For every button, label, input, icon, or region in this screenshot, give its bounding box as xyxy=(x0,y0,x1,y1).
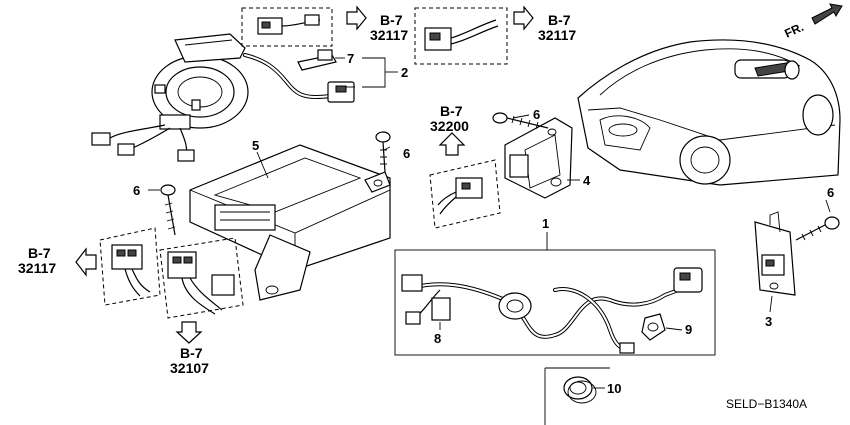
connector-box-center xyxy=(429,159,501,229)
floor-harness-box xyxy=(394,232,716,356)
arrow-left xyxy=(75,247,97,277)
front-direction-arrow xyxy=(811,3,843,25)
callout-1: 1 xyxy=(542,216,549,231)
connector-box-top-left xyxy=(241,7,333,47)
ref-top-right-page[interactable]: 32117 xyxy=(538,27,576,43)
ref-center-page[interactable]: 32200 xyxy=(430,118,469,134)
callout-5: 5 xyxy=(252,138,259,153)
connector-box-bottom xyxy=(159,237,244,319)
arrow-top-left xyxy=(346,5,367,31)
connector-box-left xyxy=(99,227,161,306)
bolt-rear-sensor xyxy=(795,216,840,241)
arrow-top-right xyxy=(513,5,534,31)
ref-left-page[interactable]: 32117 xyxy=(18,260,56,276)
callout-4: 4 xyxy=(583,173,591,188)
bolt-srs-left xyxy=(160,184,176,236)
ref-bottom-page[interactable]: 32107 xyxy=(170,360,209,376)
ref-top-left-page[interactable]: 32117 xyxy=(370,27,408,43)
grommet-box xyxy=(544,367,610,425)
clock-spring-assembly xyxy=(91,33,249,162)
callout-10: 10 xyxy=(607,381,621,396)
bolt-srs-top xyxy=(375,131,391,173)
harness-clip xyxy=(641,313,666,341)
grommet xyxy=(563,376,597,404)
callout-9: 9 xyxy=(685,322,692,337)
ref-top-right-section[interactable]: B-7 xyxy=(548,12,571,28)
ref-left-section[interactable]: B-7 xyxy=(28,245,51,261)
callout-lines-7-2 xyxy=(335,57,398,88)
leader-lines xyxy=(148,114,831,389)
callout-6-rear: 6 xyxy=(827,185,834,200)
floor-harness xyxy=(401,267,703,354)
callout-2: 2 xyxy=(401,65,408,80)
ref-bottom-section[interactable]: B-7 xyxy=(180,345,203,361)
callout-6-srs-top: 6 xyxy=(403,146,410,161)
callout-6-srs-left: 6 xyxy=(133,183,140,198)
callout-8: 8 xyxy=(434,331,441,346)
arrow-bottom xyxy=(175,321,203,344)
callout-7: 7 xyxy=(347,51,354,66)
front-label: FR. xyxy=(782,20,805,41)
side-sensor-bracket xyxy=(504,117,573,199)
bolt-bracket xyxy=(492,112,549,130)
connector-box-top-right xyxy=(414,7,508,65)
ref-center-section[interactable]: B-7 xyxy=(440,103,463,119)
diagram-code: SELD−B1340A xyxy=(726,397,807,411)
ref-top-left-section[interactable]: B-7 xyxy=(380,12,403,28)
srs-unit xyxy=(189,144,391,301)
rear-sensor-bracket xyxy=(754,211,796,296)
arrow-center-up xyxy=(438,132,466,156)
callout-3: 3 xyxy=(765,314,772,329)
callout-6-bracket: 6 xyxy=(533,107,540,122)
vehicle-outline xyxy=(577,39,841,186)
